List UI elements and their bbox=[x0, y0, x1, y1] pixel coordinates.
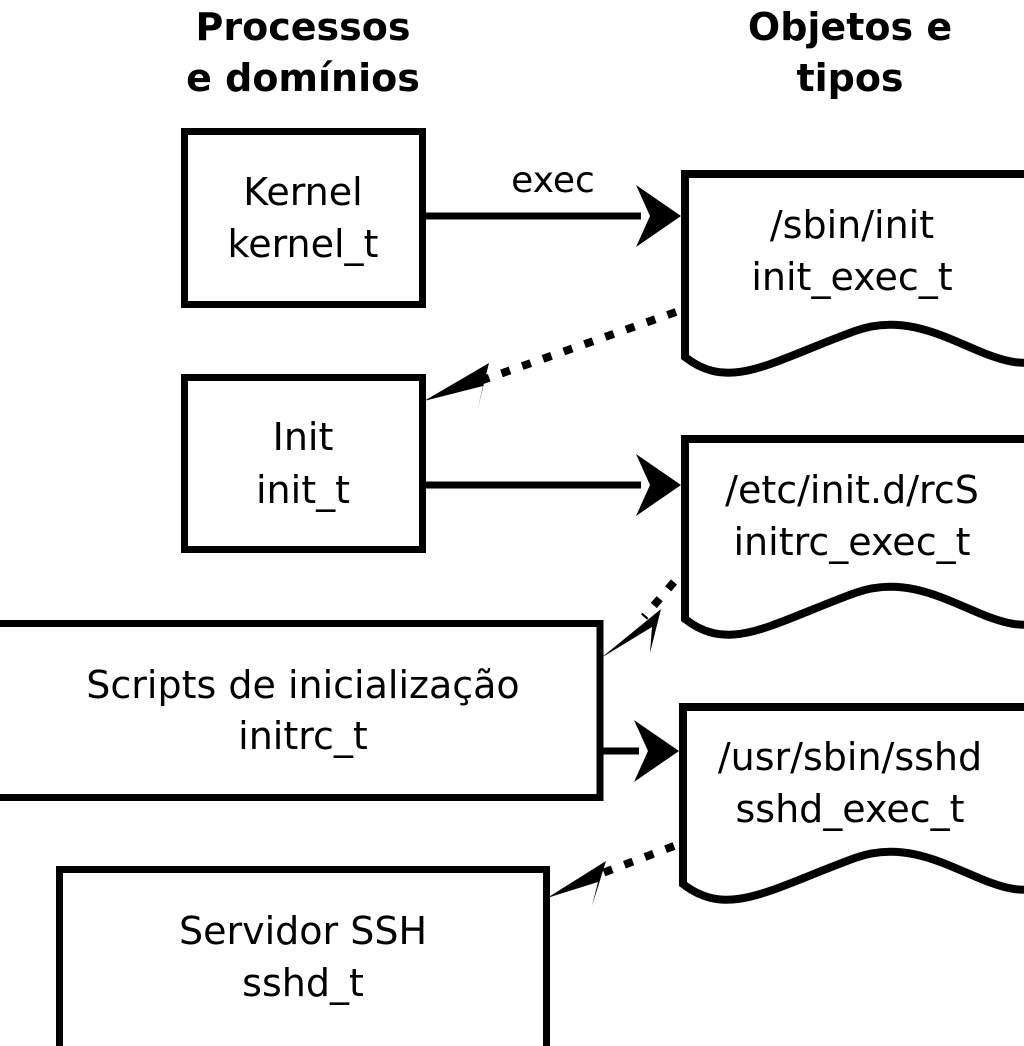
node-box[interactable] bbox=[0, 620, 604, 801]
edge-line bbox=[590, 842, 676, 881]
edge-init-exec-initrc-exec bbox=[422, 454, 681, 516]
node-label-line2: init_t bbox=[256, 468, 350, 512]
node-label-line1: Init bbox=[273, 415, 334, 459]
edge-line bbox=[640, 579, 678, 620]
node-file-shape[interactable] bbox=[681, 170, 1024, 377]
column-heading-left-line2: e domínios bbox=[186, 56, 420, 100]
process-node-kernel[interactable]: Kernel kernel_t bbox=[181, 128, 426, 308]
object-node-init-exec[interactable]: /sbin/init init_exec_t bbox=[681, 170, 1024, 377]
arrowhead bbox=[424, 363, 489, 412]
node-box[interactable] bbox=[181, 374, 426, 553]
node-label-line2: sshd_t bbox=[242, 961, 364, 1005]
arrowhead bbox=[601, 609, 661, 658]
edge-kernel-exec-init-exec: exec bbox=[422, 160, 681, 247]
object-node-sshd-exec[interactable]: /usr/sbin/sshd sshd_exec_t bbox=[679, 703, 1024, 904]
object-node-initrc-exec[interactable]: /etc/init.d/rcS initrc_exec_t bbox=[681, 435, 1024, 639]
node-label-line2: kernel_t bbox=[228, 222, 379, 266]
edge-initrc-exec-transition-initrc bbox=[601, 579, 678, 658]
column-heading-right-line2: tipos bbox=[796, 56, 903, 100]
edge-sshd-exec-transition-sshd bbox=[547, 842, 676, 906]
node-label-line2: initrc_t bbox=[238, 714, 368, 758]
node-file-shape[interactable] bbox=[681, 435, 1024, 639]
edge-initrc-exec-sshd-exec bbox=[600, 720, 679, 782]
arrowhead bbox=[636, 454, 681, 516]
edge-line bbox=[478, 308, 678, 385]
node-label-line2: sshd_exec_t bbox=[735, 787, 964, 831]
process-node-init[interactable]: Init init_t bbox=[181, 374, 426, 553]
node-box[interactable] bbox=[56, 866, 550, 1046]
node-label-line2: initrc_exec_t bbox=[734, 520, 971, 564]
process-node-initrc[interactable]: Scripts de inicialização initrc_t bbox=[0, 620, 604, 801]
arrowhead bbox=[547, 861, 606, 906]
node-file-shape[interactable] bbox=[679, 703, 1024, 904]
process-node-sshd[interactable]: Servidor SSH sshd_t bbox=[56, 866, 550, 1046]
node-label-line1: Servidor SSH bbox=[179, 909, 427, 953]
edge-label-exec: exec bbox=[511, 160, 595, 201]
arrowhead bbox=[634, 720, 679, 782]
column-heading-left-line1: Processos bbox=[196, 5, 411, 49]
column-heading-left: Processos e domínios bbox=[186, 5, 420, 100]
column-heading-right: Objetos e tipos bbox=[748, 5, 952, 100]
arrowhead bbox=[636, 185, 681, 247]
node-label-line1: /sbin/init bbox=[770, 203, 934, 247]
node-label-line1: /etc/init.d/rcS bbox=[725, 468, 979, 512]
column-heading-right-line1: Objetos e bbox=[748, 5, 952, 49]
node-label-line1: /usr/sbin/sshd bbox=[718, 735, 982, 779]
node-label-line2: init_exec_t bbox=[751, 255, 952, 299]
node-label-line1: Kernel bbox=[243, 170, 362, 214]
node-box[interactable] bbox=[181, 128, 426, 308]
edge-init-exec-transition-init bbox=[424, 308, 678, 412]
node-label-line1: Scripts de inicialização bbox=[86, 663, 519, 707]
